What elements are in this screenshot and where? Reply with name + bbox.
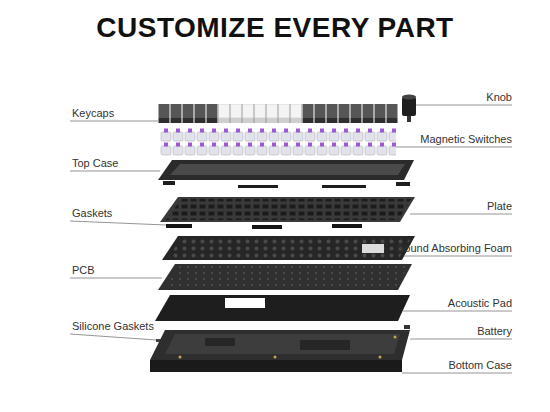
leader-line [403,311,512,312]
foam-holes [167,238,411,258]
part-label: Battery [477,325,512,338]
switch-row [160,128,396,156]
bottom-case [150,330,410,360]
leader-line [396,147,512,148]
leader-line [410,214,512,215]
foam [162,236,415,260]
leader-line [70,171,160,172]
screw [179,356,182,359]
bottom-case-front [150,360,402,372]
screw [379,356,382,359]
top-case-tab [163,181,175,185]
part-label: Sound Absorbing Foam [397,242,512,255]
part-label: Top Case [72,157,118,170]
top-case-tab [238,185,278,188]
part-label: PCB [72,264,95,277]
gasket [332,224,362,228]
part-label: Plate [487,200,512,213]
leader-line [70,278,162,279]
plate [160,197,415,222]
gasket [252,225,282,229]
plate-holes [165,199,411,220]
leader-line [410,339,512,340]
keycap-row [218,104,302,124]
part-label: Gaskets [72,207,112,220]
pcb [158,264,412,290]
acoustic-pad-cutout [225,298,265,308]
bottom-case-recess [300,340,350,350]
acoustic-pad [155,295,410,321]
bottom-case-tray [165,334,400,354]
part-label: Bottom Case [448,359,512,372]
leader-line [402,373,512,374]
leader-line [70,334,156,340]
foam-cutout [362,244,384,253]
knob [402,97,416,116]
part-label: Keycaps [72,107,114,120]
pcb-pads [163,266,408,288]
part-label: Silicone Gaskets [72,320,154,333]
keycap-row [158,104,398,124]
leader-line [70,221,166,225]
battery [404,325,410,329]
part-label: Knob [486,91,512,104]
leader-line [416,105,512,106]
bottom-case-recess [205,338,235,346]
top-case-tab [322,185,366,188]
title: CUSTOMIZE EVERY PART [0,12,550,44]
top-case-opening [170,164,405,175]
top-case-tab [396,182,410,186]
knob-top [402,95,416,100]
leader-line [404,256,512,257]
gasket [166,224,192,228]
screw [274,356,277,359]
part-label: Acoustic Pad [448,297,512,310]
knob-stem [407,116,411,122]
part-label: Magnetic Switches [420,133,512,146]
top-case [158,160,414,180]
screw [394,336,397,339]
leader-line [70,121,158,122]
